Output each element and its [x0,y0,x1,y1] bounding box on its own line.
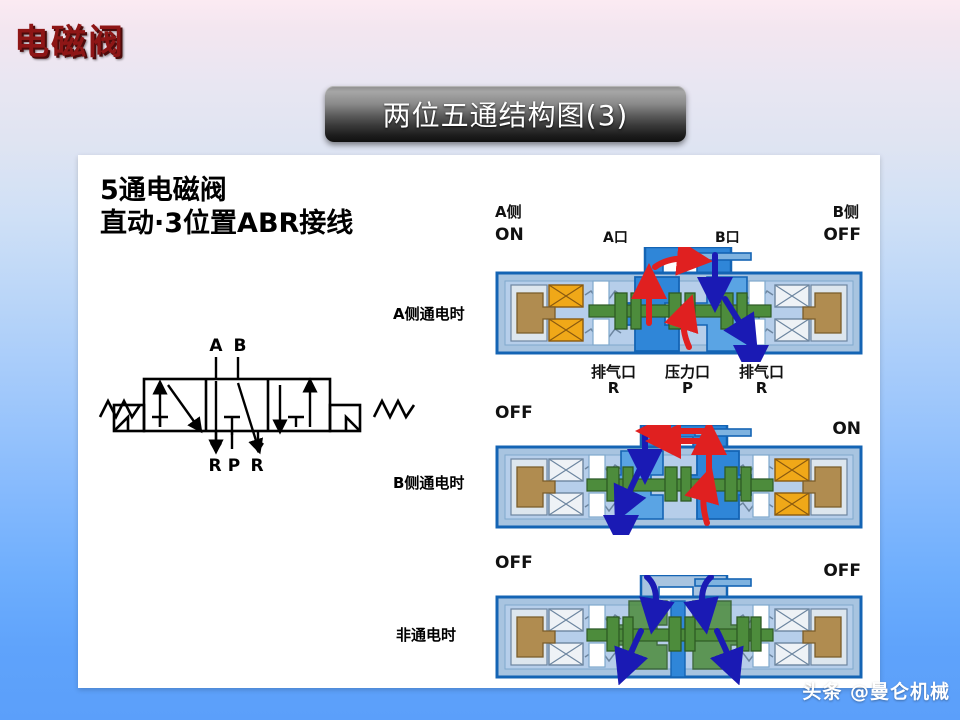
exhaust-left-name: 排气口 [591,363,637,381]
diagram1-port-b-label: B口 [715,230,740,246]
exhaust-left-code: R [607,378,620,397]
figure-heading: 5通电磁阀 直动·3位置ABR接线 [100,175,353,241]
exhaust-right-name: 排气口 [739,363,785,381]
diagram3-state-left: OFF [495,553,533,573]
subtitle-banner: 两位五通结构图(3) [325,86,686,142]
diagram1-pressure-p: 压力口 P [665,363,711,397]
schematic-svg: A B R P R [98,336,416,476]
diagram1-state-left: ON [495,225,524,245]
diagram1-port-a-label: A口 [603,230,628,246]
valve-diagram-de-energized: OFF OFF [493,553,865,685]
row-label-a-energized: A侧通电时 [393,305,465,323]
diagram1-side-b-label: B侧 [832,203,859,221]
valve-schematic-symbol: A B R P R [98,335,418,476]
diagram1-side-a-label: A侧 [495,203,522,221]
valve-diagram-a-energized: A侧 B侧 ON OFF A口 B口 [493,203,865,396]
diagram2-state-left: OFF [495,403,533,423]
page-title: 电磁阀 [14,23,126,63]
exhaust-right-code: R [755,378,768,397]
pressure-code: P [682,378,693,397]
diagram2-svg [495,425,863,535]
figure-heading-line1: 5通电磁阀 [100,175,227,206]
diagram3-svg [495,575,863,685]
subtitle-banner-label: 两位五通结构图(3) [382,99,629,132]
schematic-port-a-label: A [209,336,223,356]
diagram1-exhaust-r-right: 排气口 R [739,363,785,397]
watermark: 头条 @曼仑机械 [802,681,950,703]
figure-panel: 5通电磁阀 直动·3位置ABR接线 [78,155,880,688]
schematic-port-p-label: P [228,456,240,475]
row-label-de-energized: 非通电时 [396,626,457,644]
diagram1-svg [495,247,863,362]
schematic-port-r2-label: R [250,456,263,475]
schematic-port-r1-label: R [208,456,221,475]
pressure-name: 压力口 [665,363,711,381]
diagram1-state-right: OFF [823,225,861,245]
row-label-b-energized: B侧通电时 [393,474,465,492]
valve-diagram-b-energized: OFF ON [493,403,865,535]
diagram2-state-right: ON [832,419,861,439]
figure-heading-line2: 直动·3位置ABR接线 [100,207,354,239]
diagram3-state-right: OFF [823,561,861,581]
schematic-port-b-label: B [234,336,247,356]
diagram1-exhaust-r-left: 排气口 R [591,363,637,397]
